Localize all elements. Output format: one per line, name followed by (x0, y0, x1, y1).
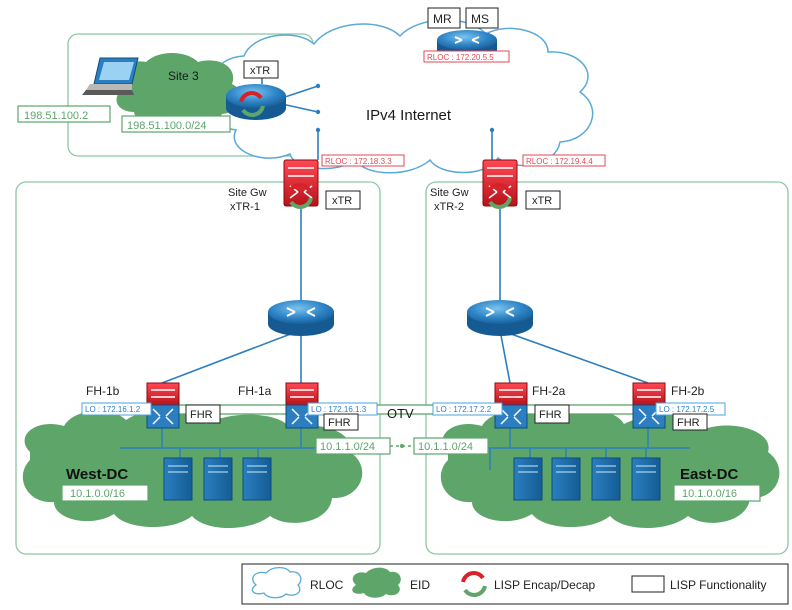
mr-box (427, 7, 461, 29)
subnet-extension-dot (400, 444, 404, 448)
site3-eid-cloud (116, 53, 242, 126)
link-endpoints (315, 83, 495, 133)
west-dc-name: West-DC (66, 466, 128, 483)
east-rloc-box (522, 154, 606, 167)
legend-rloc-cloud-icon (251, 566, 302, 599)
server-icon (163, 457, 193, 501)
mr-label: MR (433, 12, 452, 26)
fhr-1b-label: FHR (190, 409, 213, 421)
west-rloc-label: RLOC : 172.18.3.3 (325, 157, 392, 166)
west-router-icon (268, 300, 334, 336)
fh-1b-switch-icon (146, 382, 180, 429)
site3-host-ip-box (17, 105, 111, 123)
fh-2b-label: FH-2b (671, 384, 705, 398)
legend-func-box-icon (631, 575, 665, 593)
fhr-2a-box (534, 404, 570, 424)
east-router-icon (467, 300, 533, 336)
mr-ms-rloc-label: RLOC : 172.20.5.5 (427, 53, 494, 62)
east-dc-prefix: 10.1.0.0/16 (682, 488, 737, 500)
east-site-boundary (425, 181, 789, 555)
east-subnet-box (413, 437, 489, 455)
fhr-1a-box (323, 413, 359, 431)
fh-1b-label: FH-1b (86, 384, 120, 398)
site3-label: Site 3 (168, 69, 199, 83)
east-xtr-box (525, 190, 561, 210)
fh-2a-switch-icon (494, 382, 528, 429)
east-rloc-label: RLOC : 172.19.4.4 (526, 157, 593, 166)
otv-label: OTV (387, 406, 414, 421)
site3-xtr-label: xTR (250, 65, 270, 77)
site3-host-ip: 198.51.100.2 (24, 110, 88, 122)
west-site-boundary (15, 181, 381, 555)
lo-2b-label: LO : 172.17.2.5 (659, 405, 715, 414)
west-servers (163, 457, 272, 501)
west-xtr-name: xTR-1 (230, 201, 260, 213)
site3-prefix: 198.51.100.0/24 (127, 120, 207, 132)
east-xtr-name: xTR-2 (434, 201, 464, 213)
west-rloc-box (321, 154, 405, 167)
server-icon (203, 457, 233, 501)
server-icon (513, 457, 543, 501)
legend-rloc-label: RLOC (310, 578, 344, 592)
fhr-2b-box (672, 413, 708, 431)
fhr-1a-label: FHR (328, 417, 351, 429)
east-subnet-label: 10.1.1.0/24 (418, 441, 473, 453)
server-icon (631, 457, 661, 501)
fh-2a-label: FH-2a (532, 384, 566, 398)
east-xtr-box-label: xTR (532, 195, 552, 207)
west-subnet-label: 10.1.1.0/24 (320, 441, 375, 453)
west-dc-prefix-box (61, 484, 149, 502)
west-subnet-box (315, 437, 391, 455)
lo-2a-box (432, 402, 503, 416)
server-icon (591, 457, 621, 501)
west-xtr-box (325, 190, 361, 210)
server-icon (551, 457, 581, 501)
site3-xtr-box (243, 60, 279, 79)
legend-encap-label: LISP Encap/Decap (494, 578, 596, 592)
lo-1a-label: LO : 172.16.1.3 (311, 405, 367, 414)
lisp-encap-decap-icon (239, 91, 265, 117)
site3-prefix-box (121, 115, 231, 133)
legend (241, 563, 789, 605)
lisp-encap-decap-icon (287, 183, 313, 209)
laptop-icon (82, 57, 139, 95)
lisp-encap-decap-icon (486, 183, 512, 209)
west-dc-prefix: 10.1.0.0/16 (70, 488, 125, 500)
lo-2a-label: LO : 172.17.2.2 (436, 405, 492, 414)
server-icon (242, 457, 272, 501)
west-xtr-box-label: xTR (332, 195, 352, 207)
east-dc-name: East-DC (680, 466, 739, 483)
internet-label: IPv4 Internet (366, 107, 452, 124)
legend-eid-label: EID (410, 578, 430, 592)
east-site-gw-label: Site Gw (430, 187, 469, 199)
legend-func-label: LISP Functionality (670, 578, 767, 592)
ms-box (465, 7, 499, 29)
fhr-2a-label: FHR (539, 409, 562, 421)
legend-eid-cloud-icon (352, 567, 401, 598)
ms-label: MS (471, 12, 489, 26)
legend-encap-icon (461, 571, 487, 597)
fhr-1b-box (185, 404, 221, 424)
uplinks (161, 66, 649, 384)
fh-1a-label: FH-1a (238, 384, 272, 398)
fhr-2b-label: FHR (677, 417, 700, 429)
west-site-gw-label: Site Gw (228, 187, 267, 199)
lo-1b-label: LO : 172.16.1.2 (85, 405, 141, 414)
east-servers (513, 457, 661, 501)
mr-ms-rloc-box (423, 50, 510, 63)
lo-1b-box (81, 402, 152, 416)
east-dc-prefix-box (673, 484, 761, 502)
